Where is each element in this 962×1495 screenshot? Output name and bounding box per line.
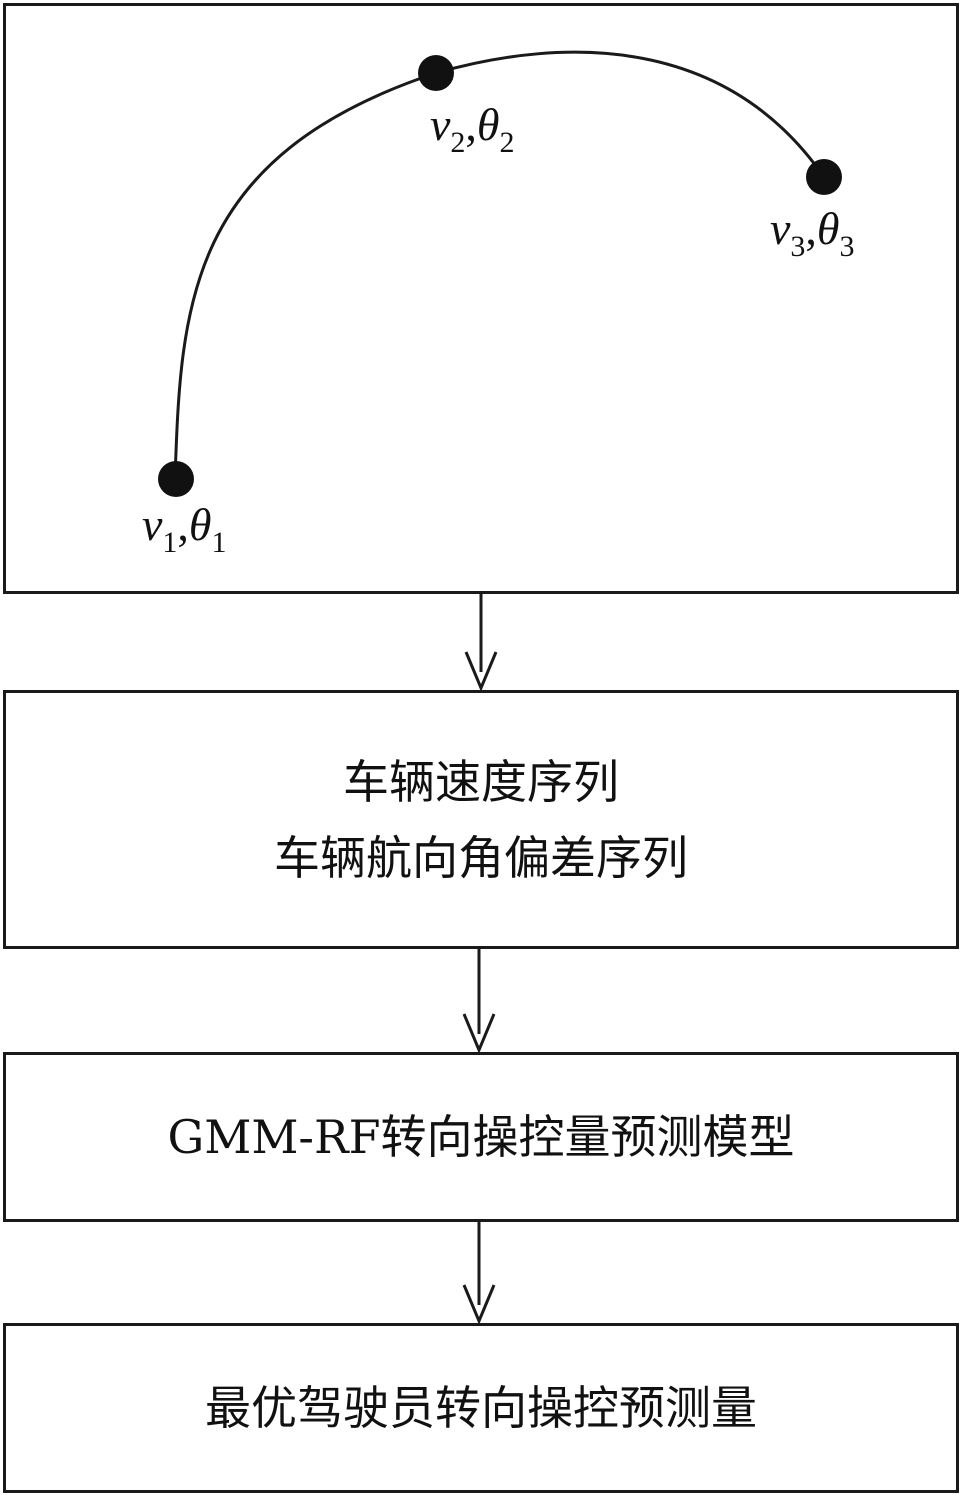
point-label-1: v1,θ1 xyxy=(142,499,227,559)
arrow-2 xyxy=(462,949,496,1054)
point-marker-1 xyxy=(158,461,194,497)
arrow-3 xyxy=(462,1222,496,1325)
output-box: 最优驾驶员转向操控预测量 xyxy=(3,1323,959,1493)
point-marker-2 xyxy=(418,55,454,91)
arrow-1 xyxy=(464,594,498,692)
sequences-text: 车辆速度序列 车辆航向角偏差序列 xyxy=(6,744,956,896)
trajectory-canvas xyxy=(158,50,842,497)
sequences-box: 车辆速度序列 车辆航向角偏差序列 xyxy=(3,690,959,949)
model-box: GMM-RF转向操控量预测模型 xyxy=(3,1052,959,1222)
point-label-3: v3,θ3 xyxy=(770,203,855,263)
sequence-speed-label: 车辆速度序列 xyxy=(343,754,619,809)
sequence-heading-label: 车辆航向角偏差序列 xyxy=(274,830,688,885)
point-label-2: v2,θ2 xyxy=(430,99,515,159)
trajectory-box: v1,θ1 v2,θ2 v3,θ3 xyxy=(3,3,959,594)
output-label: 最优驾驶员转向操控预测量 xyxy=(205,1381,757,1435)
model-label: GMM-RF转向操控量预测模型 xyxy=(167,1110,795,1164)
point-marker-3 xyxy=(806,159,842,195)
